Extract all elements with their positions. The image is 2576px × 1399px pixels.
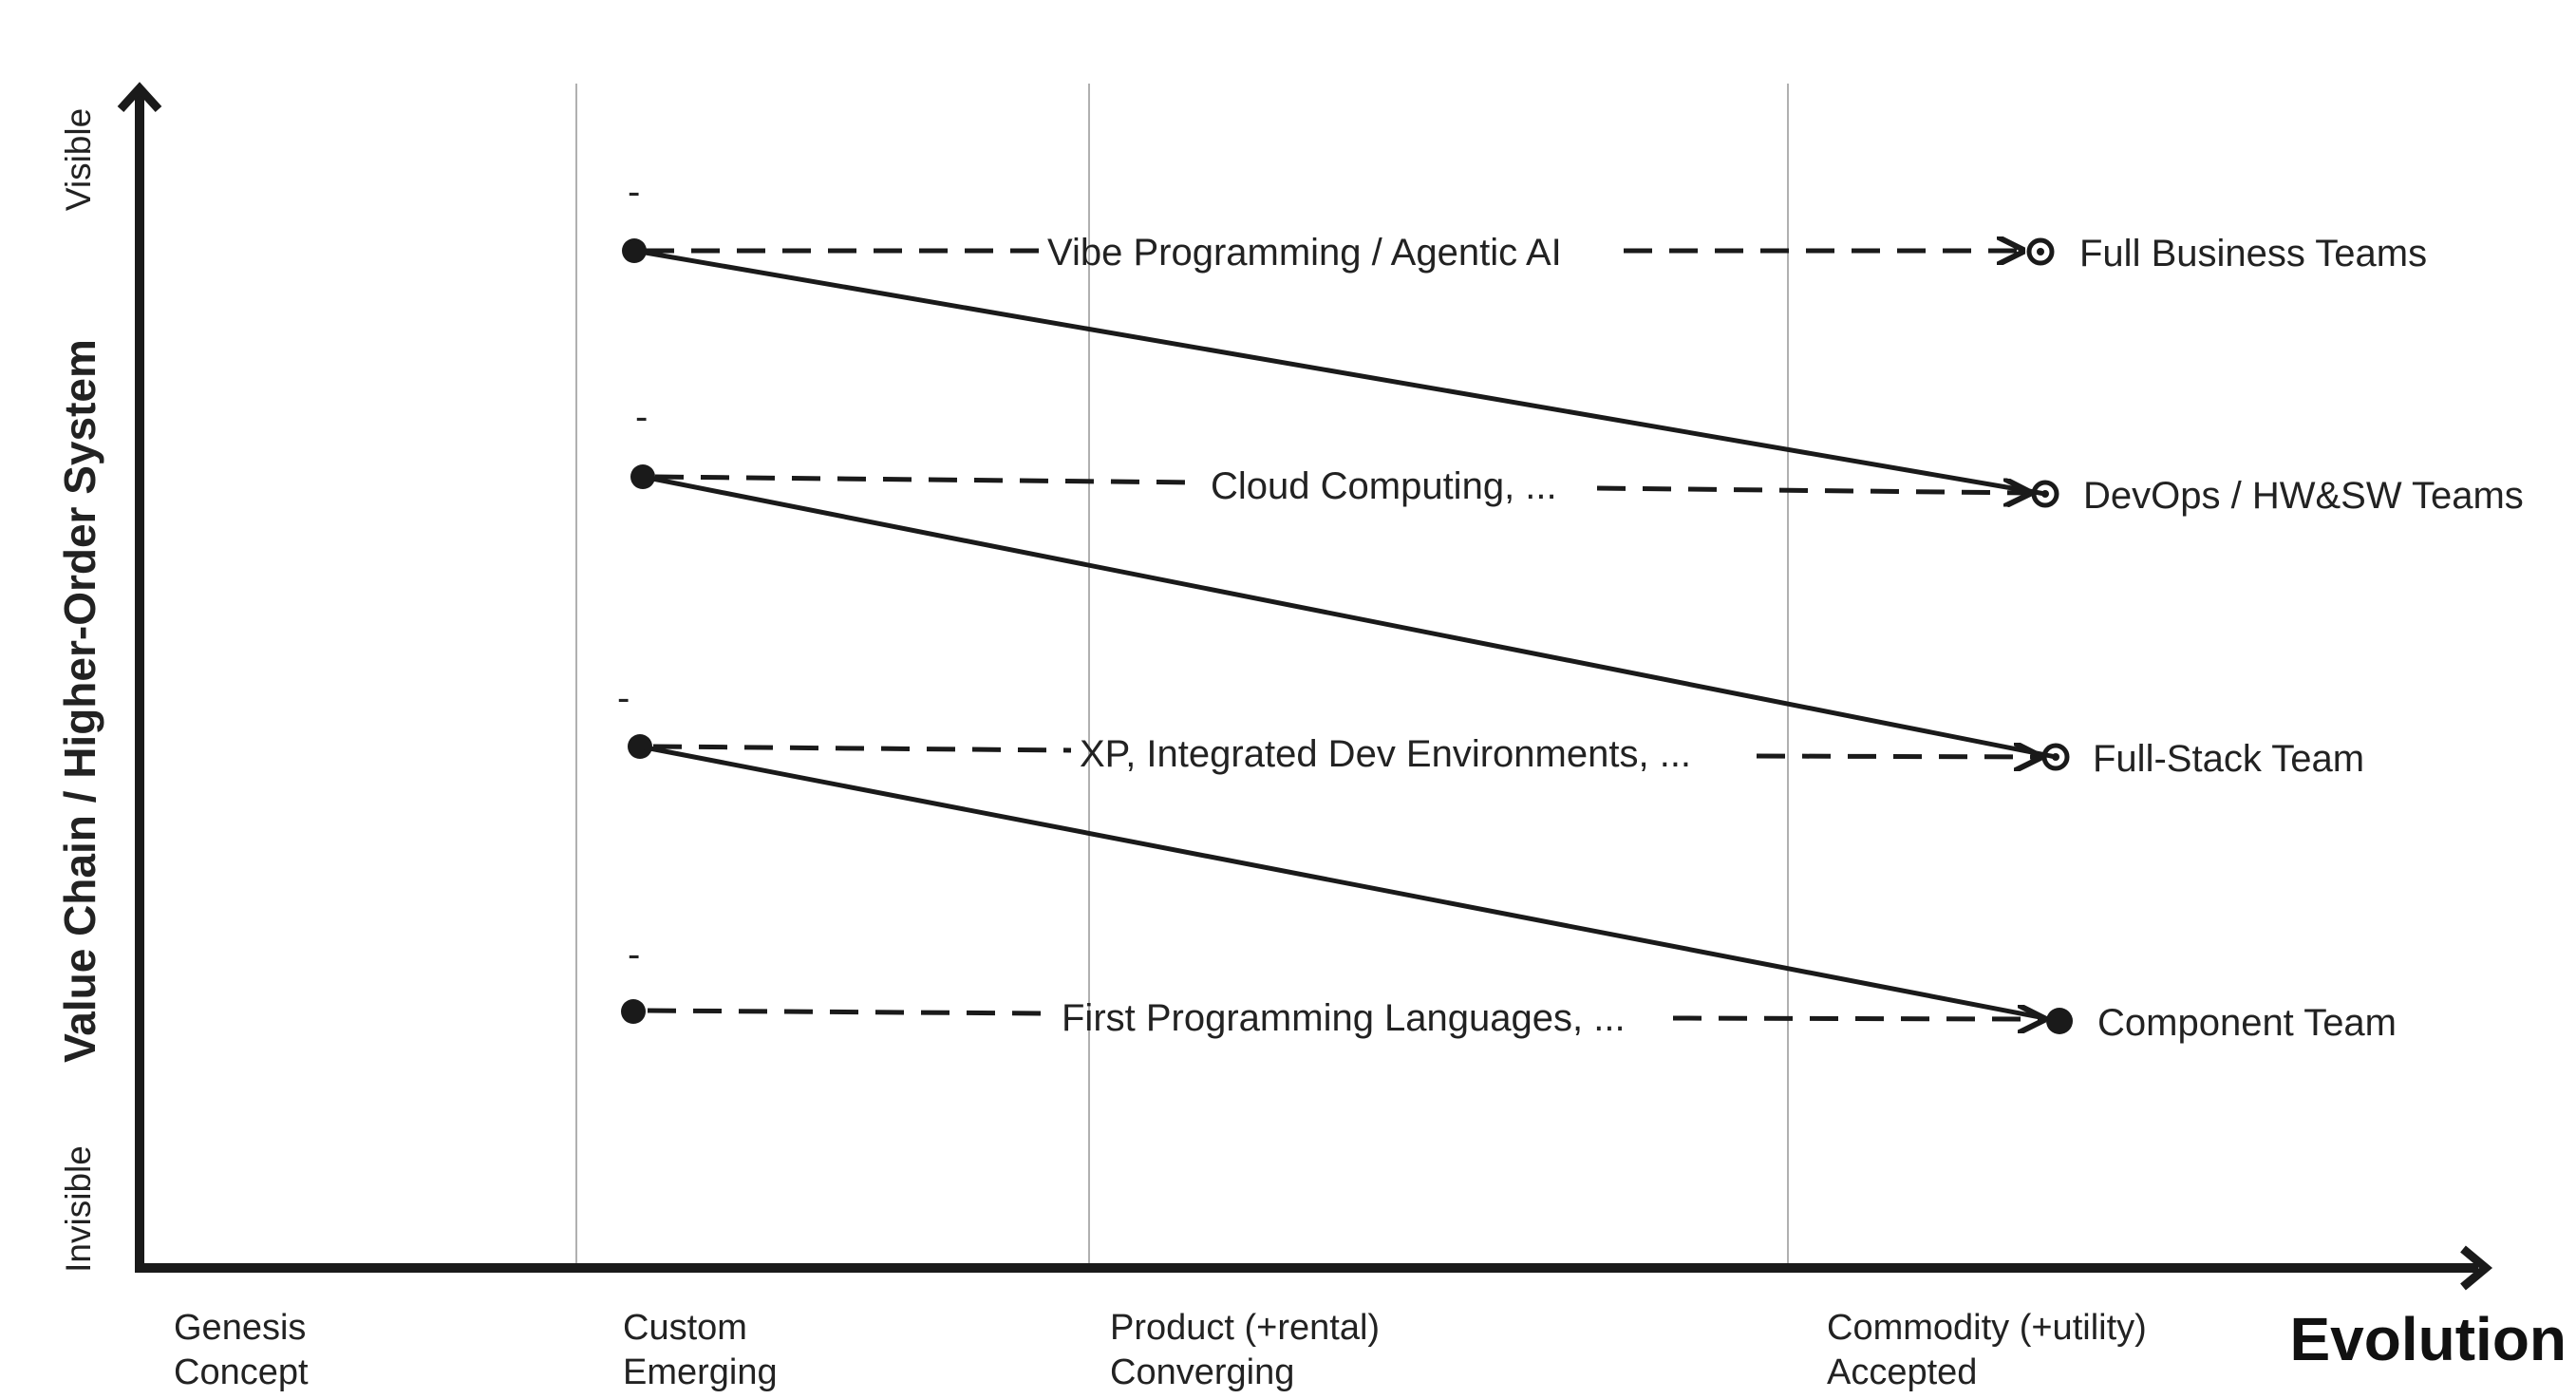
movement-xp-ide: XP, Integrated Dev Environments, ... - F…	[617, 677, 2364, 780]
x-axis-title: Evolution	[2289, 1305, 2567, 1373]
start-marker: -	[617, 677, 630, 719]
evolution-arrow	[654, 477, 2029, 493]
y-axis-title: Value Chain / Higher-Order System	[55, 339, 104, 1063]
end-node-label: DevOps / HW&SW Teams	[2083, 475, 2524, 517]
movement-vibe-programming: Vibe Programming / Agentic AI - Full Bus…	[622, 171, 2427, 274]
y-axis-visible-label: Visible	[59, 108, 98, 211]
evolution-arrow	[647, 1011, 2043, 1019]
start-marker: -	[628, 934, 640, 975]
movement-cloud-computing: Cloud Computing, ... - DevOps / HW&SW Te…	[630, 396, 2524, 517]
end-node-label: Full Business Teams	[2079, 233, 2427, 274]
stage-custom-line2: Emerging	[623, 1352, 778, 1392]
evolution-arrow	[652, 747, 2040, 757]
dependency-line-1	[633, 248, 2046, 497]
start-marker: -	[635, 396, 648, 438]
dependency-line-3	[639, 744, 2060, 1024]
movement-label: First Programming Languages, ...	[1062, 997, 1626, 1039]
stage-genesis-line1: Genesis	[174, 1308, 306, 1348]
stage-genesis-line2: Concept	[174, 1352, 309, 1392]
dependency-line-2	[642, 474, 2057, 760]
start-marker: -	[628, 171, 640, 213]
x-axis	[135, 1245, 2493, 1291]
stage-commodity-line1: Commodity (+utility)	[1827, 1308, 2147, 1348]
end-node-center	[2037, 248, 2044, 255]
y-axis-invisible-label: Invisible	[59, 1145, 98, 1273]
end-node-label: Component Team	[2097, 1002, 2397, 1044]
movement-label: Vibe Programming / Agentic AI	[1047, 232, 1562, 274]
end-node-label: Full-Stack Team	[2093, 738, 2364, 780]
movement-first-languages: First Programming Languages, ... - Compo…	[621, 934, 2397, 1044]
movement-label: XP, Integrated Dev Environments, ...	[1080, 733, 1691, 775]
start-node	[621, 999, 646, 1024]
stage-commodity-line2: Accepted	[1827, 1352, 1977, 1392]
y-axis	[117, 82, 162, 1271]
end-node	[2026, 237, 2055, 266]
movement-label: Cloud Computing, ...	[1211, 465, 1557, 507]
stage-custom-line1: Custom	[623, 1308, 747, 1348]
stage-product-line2: Converging	[1110, 1352, 1294, 1392]
stage-product-line1: Product (+rental)	[1110, 1308, 1380, 1348]
